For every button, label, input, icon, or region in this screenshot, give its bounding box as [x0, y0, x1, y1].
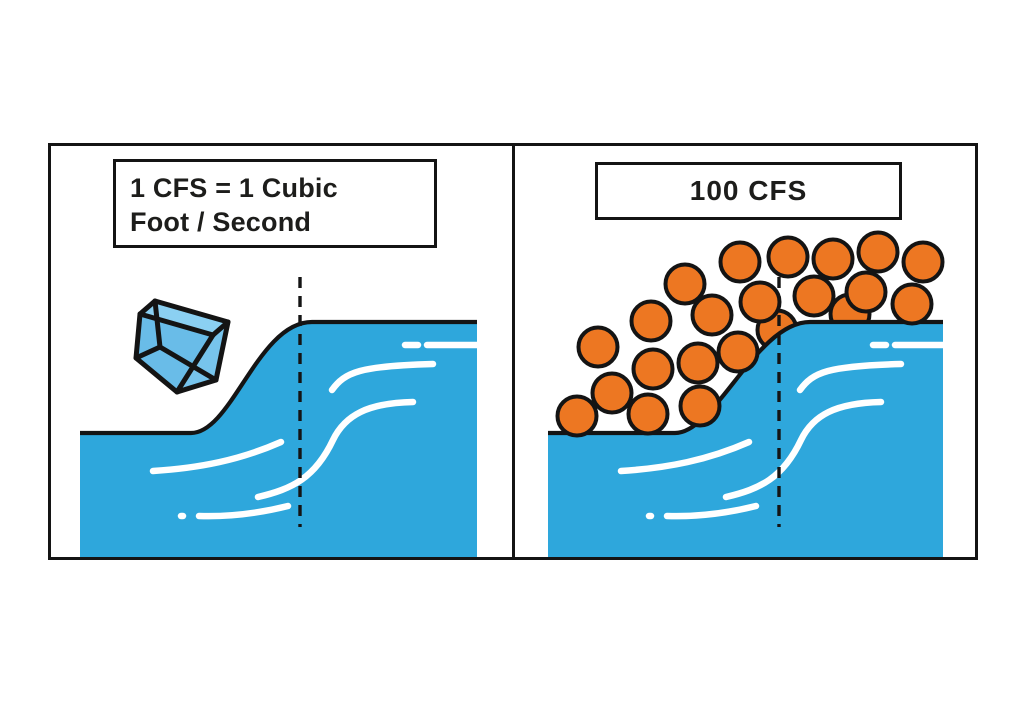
cubic-foot-circle	[844, 270, 888, 314]
cubic-foot-cube-icon	[133, 298, 231, 395]
title-box-1cfs: 1 CFS = 1 Cubic Foot / Second	[113, 159, 437, 248]
cubic-foot-circle	[890, 282, 934, 326]
cubic-foot-circle	[690, 293, 734, 337]
title-box-100cfs: 100 CFS	[595, 162, 902, 220]
cubic-foot-circle	[738, 280, 782, 324]
figure-frame: 1 CFS = 1 Cubic Foot / Second 100 CFS	[48, 143, 978, 560]
water-surface-outline	[548, 319, 943, 436]
panel-1cfs: 1 CFS = 1 Cubic Foot / Second	[51, 146, 512, 557]
cubic-foot-circle	[676, 341, 720, 385]
title-1cfs-line2: Foot / Second	[130, 207, 312, 237]
title-100cfs: 100 CFS	[689, 175, 808, 206]
cubic-foot-circle	[856, 230, 900, 274]
cubic-foot-circle	[901, 240, 945, 284]
cubic-foot-circle	[792, 274, 836, 318]
cubic-foot-circle	[678, 384, 722, 428]
flow-lines	[617, 341, 949, 520]
panel-100cfs-art	[548, 230, 949, 557]
water	[80, 322, 477, 557]
panel-divider	[512, 146, 515, 557]
flow-lines	[149, 341, 481, 520]
panel-1cfs-art	[80, 277, 481, 557]
panel-100cfs: 100 CFS	[515, 146, 975, 557]
cubic-foot-circle	[629, 299, 673, 343]
cubic-foot-circle	[766, 235, 810, 279]
cubic-foot-circle	[631, 347, 675, 391]
water	[548, 322, 943, 557]
cubic-foot-circle	[626, 392, 670, 436]
cubic-foot-circle	[590, 371, 634, 415]
title-1cfs-line1: 1 CFS = 1 Cubic	[130, 173, 338, 203]
cubic-foot-circle	[718, 240, 762, 284]
cubic-foot-circle	[716, 330, 760, 374]
cubic-foot-circle	[811, 237, 855, 281]
cubic-foot-circle	[663, 262, 707, 306]
cubic-foot-circle	[576, 325, 620, 369]
cubic-foot-circle	[555, 394, 599, 438]
